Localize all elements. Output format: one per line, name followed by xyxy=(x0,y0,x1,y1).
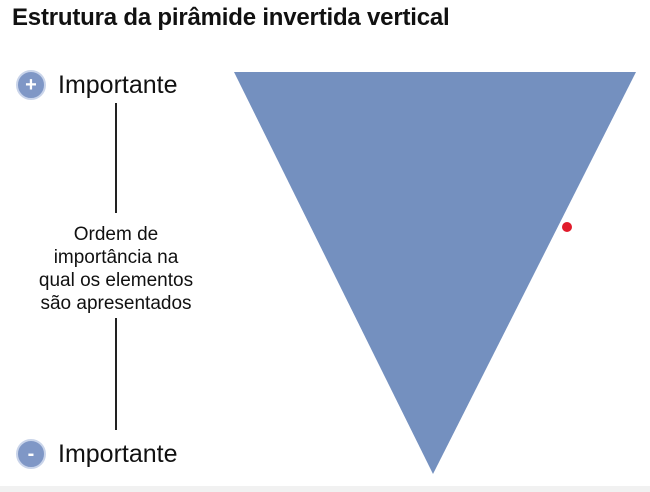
axis-caption: Ordem de importância na qual os elemento… xyxy=(36,223,196,315)
inverted-pyramid xyxy=(234,72,636,474)
minus-icon: - xyxy=(16,439,46,469)
axis-caption-line: são apresentados xyxy=(40,293,192,314)
diagram-title: Estrutura da pirâmide invertida vertical xyxy=(12,4,450,31)
bottom-level-indicator: - Importante xyxy=(16,439,178,469)
plus-icon: + xyxy=(16,70,46,100)
top-level-label: Importante xyxy=(58,70,178,99)
axis-caption-line: importância na xyxy=(53,247,179,268)
bottom-level-label: Importante xyxy=(58,439,178,468)
inverted-pyramid-triangle xyxy=(234,72,636,474)
axis-caption-line: qual os elementos xyxy=(38,270,194,291)
top-level-indicator: + Importante xyxy=(16,70,178,100)
axis-line-upper xyxy=(115,103,117,213)
axis-line-lower xyxy=(115,318,117,430)
bottom-divider xyxy=(0,486,650,492)
axis-caption-line: Ordem de xyxy=(73,224,159,245)
red-marker-dot xyxy=(562,222,572,232)
